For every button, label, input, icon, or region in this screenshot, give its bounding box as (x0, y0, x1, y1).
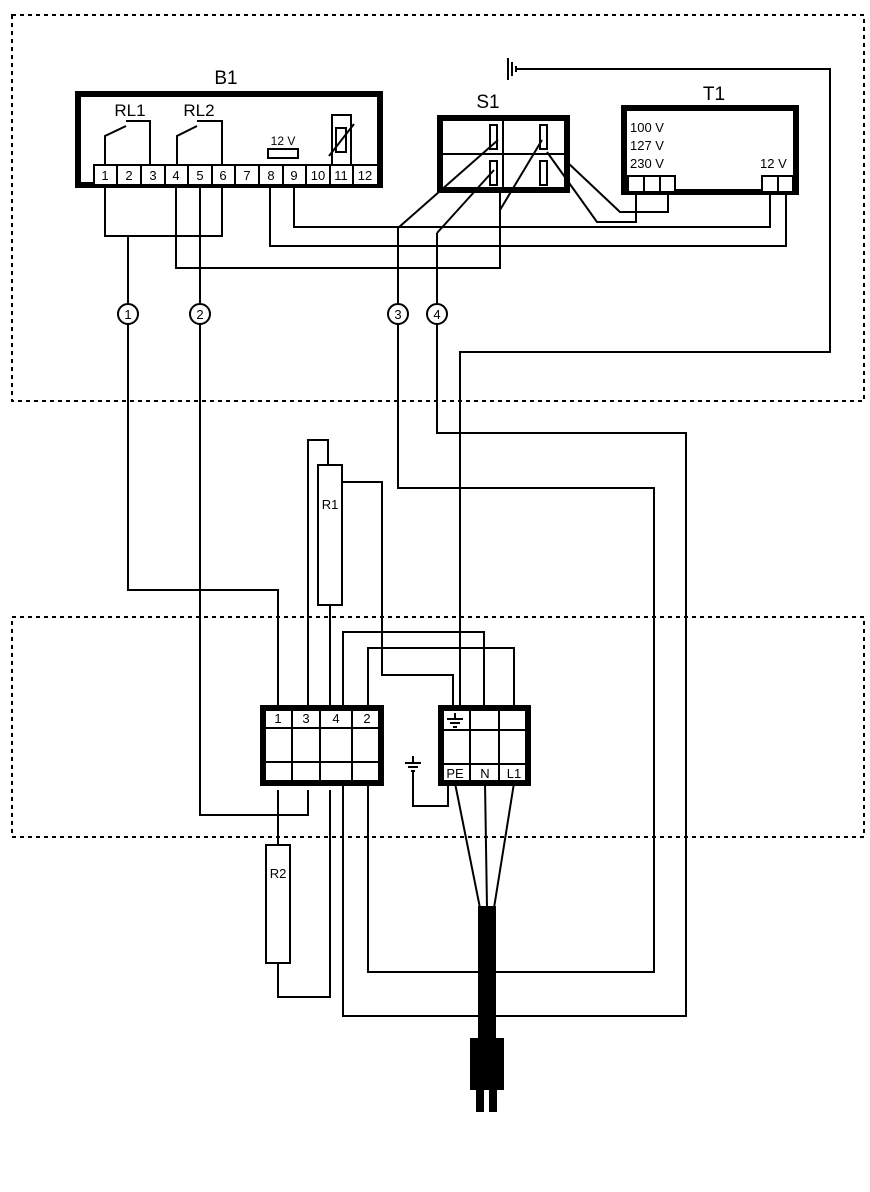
terminal-l1: L1 (507, 766, 521, 781)
t1-label: T1 (703, 84, 725, 105)
bridge-wire-b (367, 647, 515, 705)
wire-marker-3: 3 (387, 303, 409, 325)
b1-terminal: 8 (267, 168, 274, 183)
b1-terminal: 9 (290, 168, 297, 183)
t1-secondary-label: 12 V (760, 156, 787, 171)
b1-terminal: 11 (334, 168, 348, 183)
svg-text:1: 1 (124, 307, 131, 322)
b1-terminal: 7 (243, 168, 250, 183)
ground-wire (459, 68, 831, 715)
b1-controller: B1 RL1 RL2 12 V 1 2 3 4 5 6 7 8 9 10 11 (75, 68, 383, 188)
rl2-contact (176, 120, 223, 165)
r1-out-wire (329, 481, 454, 705)
rl1-label: RL1 (114, 101, 145, 120)
s1-switch: S1 (437, 92, 570, 193)
b1-label: B1 (214, 68, 237, 89)
wire-marker-1: 1 (117, 303, 139, 325)
wire-s1-diagonal-a (397, 139, 499, 229)
rl2-label: RL2 (183, 101, 214, 120)
terminal-n: N (480, 766, 489, 781)
wire-s1-to-t1-a (546, 151, 637, 223)
svg-text:4: 4 (433, 307, 440, 322)
wire-s1-diagonal-c (499, 139, 543, 211)
s1-label: S1 (476, 92, 499, 113)
wire-s1-diagonal-b (436, 169, 495, 234)
terminal-pe: PE (446, 766, 464, 781)
r2-wire (277, 790, 331, 998)
terminal-left: 4 (332, 711, 339, 726)
earth-wire (412, 771, 449, 807)
svg-text:2: 2 (196, 307, 203, 322)
wire-12v-secondary-a (269, 185, 787, 247)
earth-ground-icon (405, 756, 421, 772)
t1-transformer: T1 100 V 127 V 230 V 12 V (621, 84, 799, 195)
wire-marker-4: 4 (426, 303, 448, 325)
t1-tap-100v: 100 V (630, 120, 664, 135)
b1-terminal: 10 (311, 168, 325, 183)
r1-loop-wire (307, 439, 329, 705)
b1-12v-output (267, 148, 299, 159)
svg-text:3: 3 (394, 307, 401, 322)
b1-terminal: 2 (125, 168, 132, 183)
b1-terminal: 3 (149, 168, 156, 183)
terminal-left: 3 (302, 711, 309, 726)
wire-12v-secondary-b (293, 185, 771, 228)
wire-rl2 (175, 185, 501, 816)
wire-s1-to-t1-b (566, 161, 669, 213)
r1-label: R1 (322, 497, 339, 512)
ntc-sensor-icon (328, 114, 355, 165)
r2-resistor: R2 (265, 844, 291, 964)
mains-plug-icon (470, 906, 504, 1112)
terminal-left: 1 (274, 711, 281, 726)
terminal-block-mains: PE N L1 (438, 705, 531, 786)
wire-3 (367, 228, 655, 973)
wire-marker-2: 2 (189, 303, 211, 325)
b1-voltage-label: 12 V (271, 134, 296, 148)
t1-tap-230v: 230 V (630, 156, 664, 171)
earth-ground-icon (447, 713, 463, 728)
terminal-left: 2 (363, 711, 370, 726)
lower-housing-boundary (11, 616, 865, 838)
b1-terminal: 6 (219, 168, 226, 183)
b1-terminal-strip: 1 2 3 4 5 6 7 8 9 10 11 12 (93, 164, 379, 186)
b1-terminal: 1 (101, 168, 108, 183)
terminal-block-left: 1 3 4 2 (260, 705, 384, 786)
wire-4 (342, 233, 687, 1017)
wire-rl1 (104, 185, 279, 705)
rl1-contact (104, 120, 151, 165)
b1-terminal: 5 (196, 168, 203, 183)
b1-terminal: 4 (172, 168, 179, 183)
bridge-wire-a (342, 631, 485, 705)
b1-terminal: 12 (358, 168, 372, 183)
chassis-ground-icon (507, 58, 517, 80)
mains-cable-wires (454, 782, 515, 909)
t1-tap-127v: 127 V (630, 138, 664, 153)
r2-label: R2 (270, 866, 287, 881)
r1-resistor: R1 (317, 464, 343, 606)
